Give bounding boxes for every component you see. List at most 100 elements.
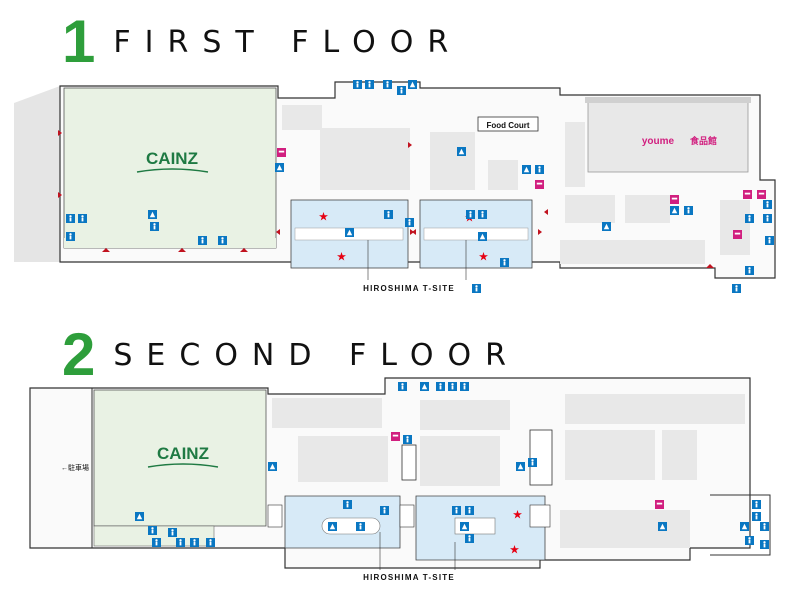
store-block[interactable] (529, 429, 553, 486)
atm-icon (743, 190, 752, 199)
restroom-icon (478, 210, 487, 219)
store-block[interactable] (282, 105, 322, 130)
store-block[interactable] (430, 132, 475, 190)
elevator-icon (398, 382, 407, 391)
entrance-arrows (58, 130, 714, 268)
restroom-icon (436, 382, 445, 391)
store-block[interactable] (488, 160, 518, 190)
restroom-icon (405, 218, 414, 227)
store-block[interactable] (560, 510, 690, 548)
restroom-icon (528, 458, 537, 467)
floor-name: SECOND FLOOR (113, 337, 520, 373)
restroom-icon (752, 512, 761, 521)
info-icon (403, 435, 412, 444)
store-block[interactable] (401, 444, 417, 481)
wifi-icon (457, 147, 466, 156)
atm-icon (757, 190, 766, 199)
store-block[interactable] (565, 394, 745, 424)
restroom-icon (397, 86, 406, 95)
supermarket-area[interactable] (587, 99, 749, 173)
store-block[interactable] (272, 398, 382, 428)
atm-icon (670, 195, 679, 204)
restroom-icon (383, 80, 392, 89)
escalator-icon (408, 80, 417, 89)
restroom-icon (752, 500, 761, 509)
restroom-icon (763, 214, 772, 223)
tsite-label: HIROSHIMA T-SITE (363, 284, 455, 293)
tsite-label: HIROSHIMA T-SITE (363, 573, 455, 582)
bicycle-icon (745, 266, 754, 275)
floor-name: FIRST FLOOR (113, 24, 463, 60)
elevator-icon (465, 506, 474, 515)
annex-block (14, 86, 60, 262)
cainz-label: CAINZ (146, 149, 198, 168)
elevator-icon (150, 222, 159, 231)
elevator-icon (466, 210, 475, 219)
wifi-icon (602, 222, 611, 231)
store-block[interactable] (565, 122, 585, 187)
accessible-icon (765, 236, 774, 245)
accessible-icon (365, 80, 374, 89)
escalator-icon (420, 382, 429, 391)
restroom-icon (452, 506, 461, 515)
store-block[interactable] (560, 240, 705, 264)
youme-suffix: 食品館 (689, 135, 717, 146)
escalator-icon (478, 232, 487, 241)
atm-icon (535, 180, 544, 189)
tsite-marker-icon (472, 284, 481, 293)
first-floor-title: 1 FIRST FLOOR (62, 12, 462, 72)
elevator-icon (353, 80, 362, 89)
escalator-icon (135, 512, 144, 521)
restroom-icon (218, 236, 227, 245)
elevator-icon (343, 500, 352, 509)
escalator-icon (328, 522, 337, 531)
escalator-icon (516, 462, 525, 471)
store-block[interactable] (720, 200, 750, 255)
food-court-label: Food Court (486, 121, 529, 130)
escalator-icon (670, 206, 679, 215)
escalator-icon (148, 210, 157, 219)
wifi-icon (658, 522, 667, 531)
store-block[interactable] (320, 128, 410, 190)
escalator-icon (268, 462, 277, 471)
elevator-icon (745, 536, 754, 545)
floor-number: 2 (62, 321, 96, 388)
bus-icon (732, 284, 741, 293)
escalator-icon (522, 165, 531, 174)
store-block[interactable] (298, 436, 388, 482)
atm-icon (391, 432, 400, 441)
info-icon (745, 214, 754, 223)
store-block[interactable] (420, 436, 500, 486)
store-block[interactable] (565, 195, 615, 223)
restroom-icon (684, 206, 693, 215)
first-floor-map: CAINZ youme 食品館 Food Court HIROSHIMA T-S… (14, 80, 776, 293)
store-block[interactable] (565, 430, 655, 480)
escalator-icon (275, 163, 284, 172)
escalator-icon (345, 228, 354, 237)
restroom-icon (535, 165, 544, 174)
food-court-box[interactable] (477, 116, 539, 132)
store-block[interactable] (625, 195, 670, 223)
atm-icon (277, 148, 286, 157)
cainz-area[interactable] (63, 87, 277, 249)
accessible-icon (66, 232, 75, 241)
restroom-icon (206, 538, 215, 547)
parking-label: ←駐車場 (61, 463, 89, 472)
accessible-icon (760, 540, 769, 549)
store-block[interactable] (420, 400, 510, 430)
restroom-icon (763, 200, 772, 209)
cainz-area[interactable] (93, 389, 267, 527)
accessible-icon (448, 382, 457, 391)
restroom-icon (190, 538, 199, 547)
floor-number: 1 (62, 8, 96, 75)
restroom-icon (356, 522, 365, 531)
restroom-icon (500, 258, 509, 267)
restroom-icon (66, 214, 75, 223)
restroom-icon (380, 506, 389, 515)
youme-label: youme (642, 136, 675, 147)
restroom-icon (198, 236, 207, 245)
restroom-icon (465, 534, 474, 543)
escalator-icon (740, 522, 749, 531)
escalator-icon (460, 522, 469, 531)
store-block[interactable] (662, 430, 697, 480)
